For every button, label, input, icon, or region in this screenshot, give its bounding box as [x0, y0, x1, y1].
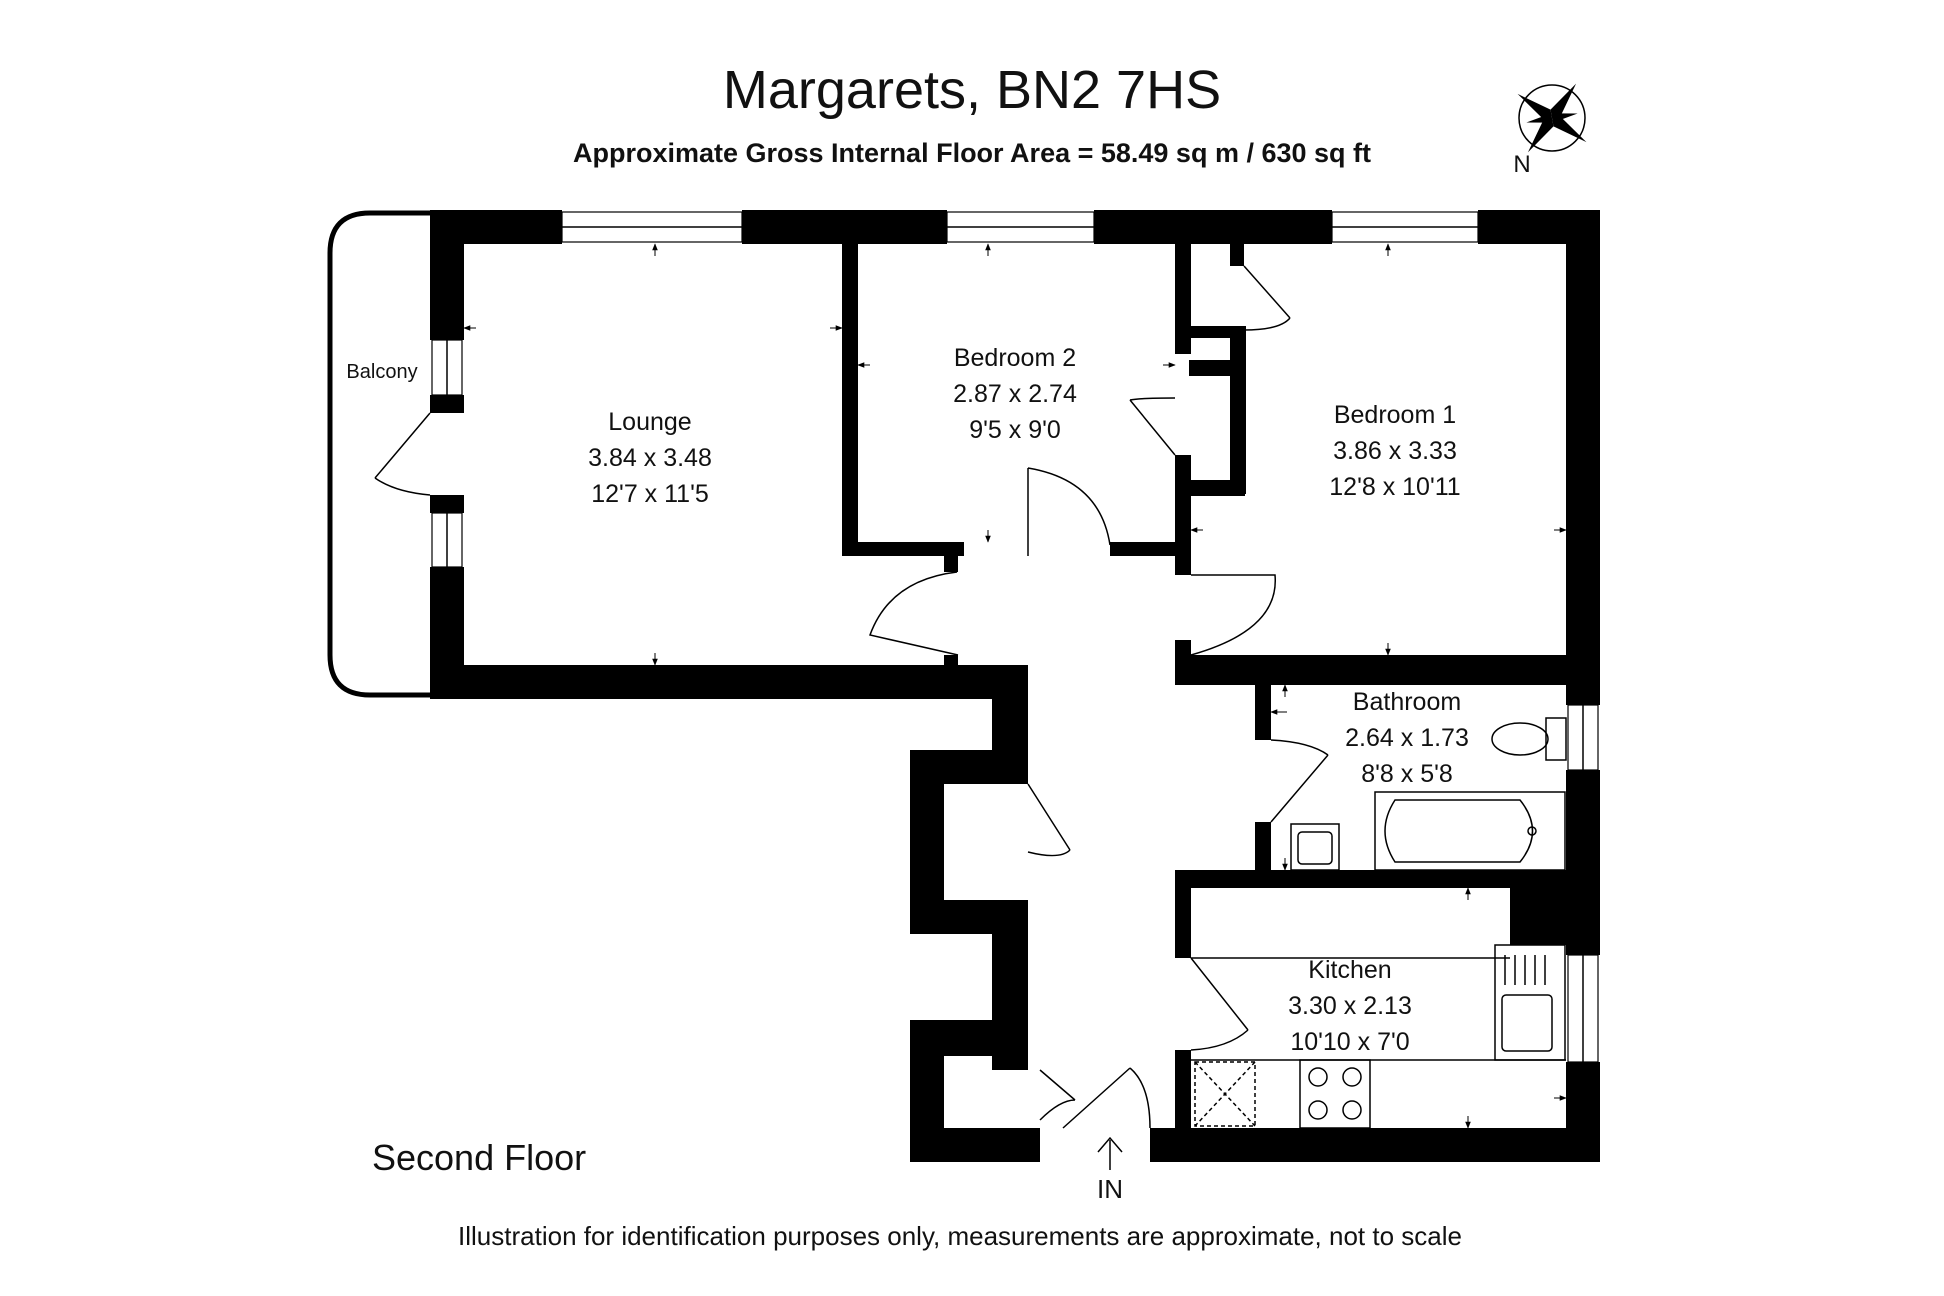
room-imperial: 9'5 x 9'0 — [969, 416, 1061, 444]
room-metric: 3.84 x 3.48 — [588, 444, 712, 472]
bath-icon — [1374, 791, 1566, 871]
room-metric: 3.30 x 2.13 — [1288, 992, 1412, 1020]
walls — [430, 210, 1600, 1162]
room-name: Bathroom — [1353, 688, 1461, 716]
room-imperial: 8'8 x 5'8 — [1361, 760, 1453, 788]
appliance-space-icon — [1194, 1061, 1256, 1127]
balcony-outline — [327, 210, 430, 698]
room-name: Kitchen — [1308, 956, 1391, 984]
room-metric: 3.86 x 3.33 — [1333, 437, 1457, 465]
floor-area-subtitle: Approximate Gross Internal Floor Area = … — [573, 138, 1371, 168]
room-name: Lounge — [608, 408, 691, 436]
room-imperial: 10'10 x 7'0 — [1290, 1028, 1409, 1056]
compass-north-label: N — [1513, 151, 1530, 178]
entry-arrow-icon — [1097, 1136, 1123, 1170]
plan-title: Margarets, BN2 7HS — [723, 60, 1221, 120]
compass-rose-icon — [1517, 83, 1587, 153]
room-imperial: 12'8 x 10'11 — [1329, 473, 1460, 501]
hob-icon — [1299, 1059, 1371, 1129]
disclaimer-text: Illustration for identification purposes… — [458, 1221, 1462, 1251]
room-lounge: Lounge 3.84 x 3.48 12'7 x 11'5 — [588, 408, 712, 508]
windows — [431, 211, 1599, 1063]
doors — [374, 265, 1329, 1129]
room-bathroom: Bathroom 2.64 x 1.73 8'8 x 5'8 — [1345, 688, 1469, 788]
room-name: Bedroom 2 — [954, 344, 1076, 372]
room-balcony-label: Balcony — [346, 361, 417, 383]
room-bedroom-1: Bedroom 1 3.86 x 3.33 12'8 x 10'11 — [1329, 401, 1460, 501]
room-metric: 2.64 x 1.73 — [1345, 724, 1469, 752]
room-metric: 2.87 x 2.74 — [953, 380, 1077, 408]
room-name: Bedroom 1 — [1334, 401, 1456, 429]
entrance-label: IN — [1097, 1174, 1123, 1204]
room-bedroom-2: Bedroom 2 2.87 x 2.74 9'5 x 9'0 — [953, 344, 1077, 444]
room-kitchen: Kitchen 3.30 x 2.13 10'10 x 7'0 — [1288, 956, 1412, 1056]
measurement-arrows — [463, 243, 1567, 1129]
sink-icon — [1290, 823, 1340, 871]
kitchen-sink-icon — [1494, 944, 1566, 1061]
room-imperial: 12'7 x 11'5 — [591, 480, 709, 508]
floor-label: Second Floor — [372, 1137, 586, 1178]
toilet-icon — [1491, 717, 1567, 761]
